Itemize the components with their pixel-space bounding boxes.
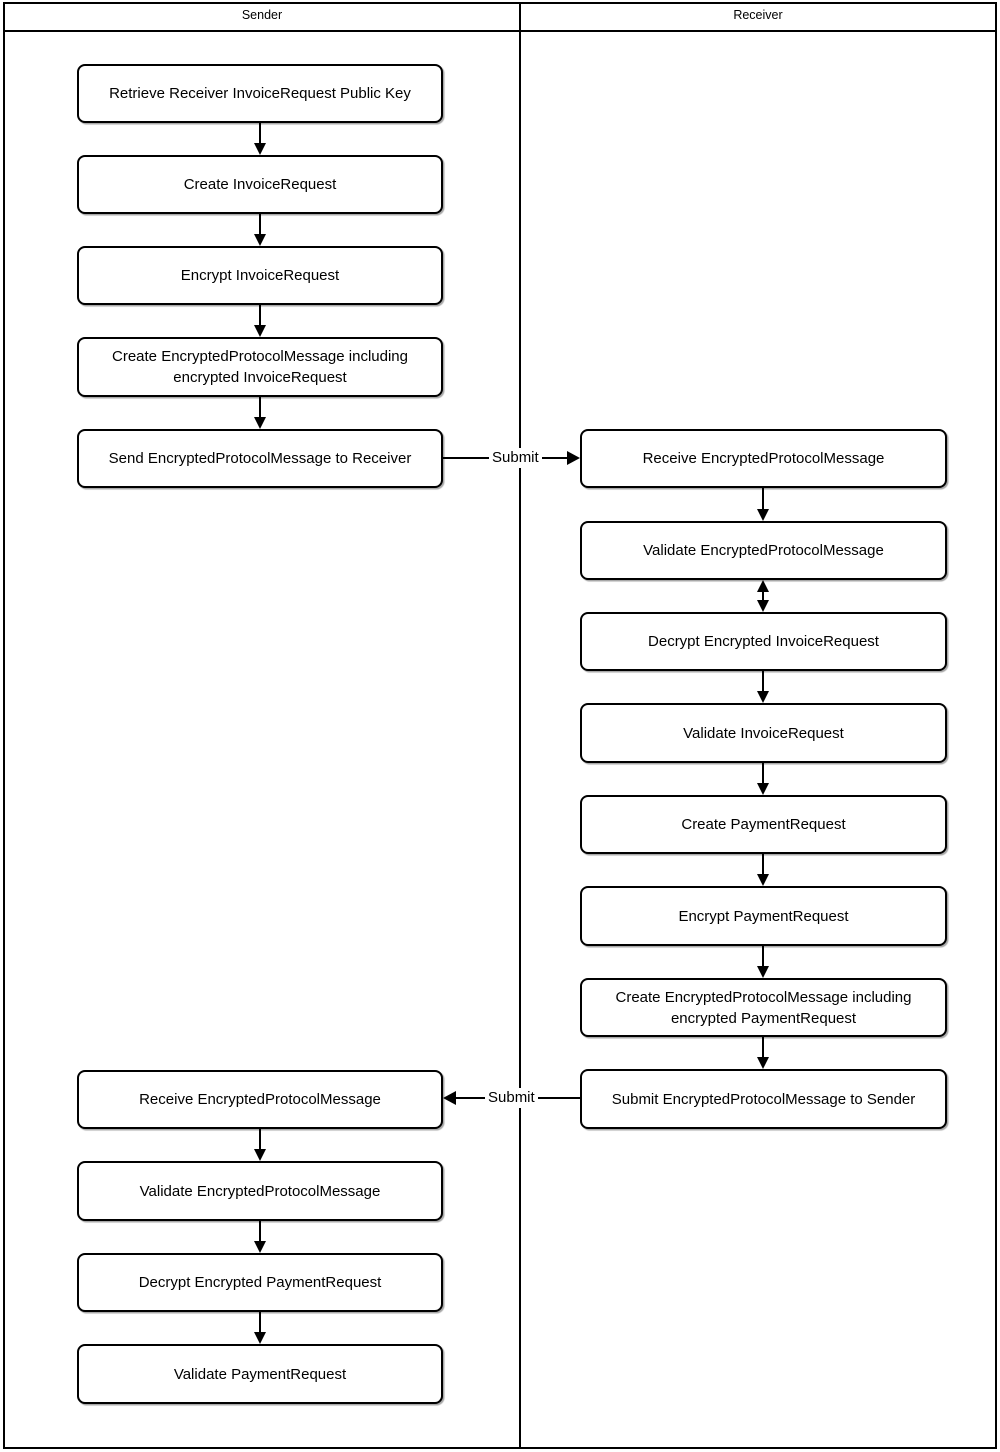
connector-down-arrow (756, 671, 770, 703)
connector-down-arrow (253, 397, 267, 429)
node-create-encryptedprotocolmessage-invoicerequest: Create EncryptedProtocolMessage includin… (77, 337, 443, 397)
lane-title-sender: Sender (241, 8, 283, 22)
node-encrypt-invoicerequest: Encrypt InvoiceRequest (77, 246, 443, 305)
lane-divider (519, 3, 521, 1448)
submit-label-to-sender: Submit (485, 1088, 538, 1108)
node-sender-validate-encryptedprotocolmessage: Validate EncryptedProtocolMessage (77, 1161, 443, 1221)
connector-double-arrow (756, 580, 770, 612)
connector-down-arrow (253, 1312, 267, 1344)
connector-down-arrow (756, 946, 770, 978)
node-decrypt-encrypted-invoicerequest: Decrypt Encrypted InvoiceRequest (580, 612, 947, 671)
connector-down-arrow (756, 1037, 770, 1069)
node-retrieve-receiver-invoicerequest-public-key: Retrieve Receiver InvoiceRequest Public … (77, 64, 443, 123)
connector-down-arrow (756, 854, 770, 886)
node-send-encryptedprotocolmessage-to-receiver: Send EncryptedProtocolMessage to Receive… (77, 429, 443, 488)
node-validate-paymentrequest: Validate PaymentRequest (77, 1344, 443, 1404)
lane-title-receiver: Receiver (733, 8, 783, 22)
node-submit-encryptedprotocolmessage-to-sender: Submit EncryptedProtocolMessage to Sende… (580, 1069, 947, 1129)
node-create-paymentrequest: Create PaymentRequest (580, 795, 947, 854)
node-create-encryptedprotocolmessage-paymentrequest: Create EncryptedProtocolMessage includin… (580, 978, 947, 1037)
node-receiver-validate-encryptedprotocolmessage: Validate EncryptedProtocolMessage (580, 521, 947, 580)
connector-down-arrow (756, 763, 770, 795)
connector-down-arrow (253, 123, 267, 155)
header-separator (4, 30, 996, 32)
connector-down-arrow (253, 305, 267, 337)
node-encrypt-paymentrequest: Encrypt PaymentRequest (580, 886, 947, 946)
node-validate-invoicerequest: Validate InvoiceRequest (580, 703, 947, 763)
node-decrypt-encrypted-paymentrequest: Decrypt Encrypted PaymentRequest (77, 1253, 443, 1312)
submit-label-to-receiver: Submit (489, 448, 542, 468)
connector-down-arrow (253, 214, 267, 246)
connector-down-arrow (756, 488, 770, 521)
connector-down-arrow (253, 1221, 267, 1253)
node-sender-receive-encryptedprotocolmessage: Receive EncryptedProtocolMessage (77, 1070, 443, 1129)
node-create-invoicerequest: Create InvoiceRequest (77, 155, 443, 214)
connector-down-arrow (253, 1129, 267, 1161)
node-receiver-receive-encryptedprotocolmessage: Receive EncryptedProtocolMessage (580, 429, 947, 488)
